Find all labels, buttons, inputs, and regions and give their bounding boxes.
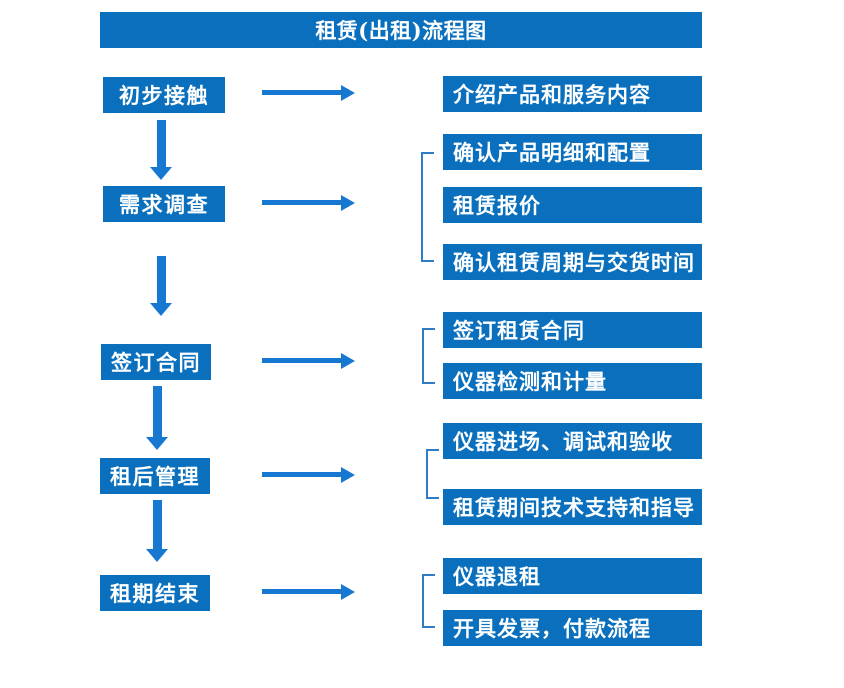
output-label: 签订租赁合同 [453,318,585,343]
arrow-down-icon [146,500,168,562]
output-label: 租赁期间技术支持和指导 [453,495,695,520]
output-box-5: 签订租赁合同 [443,312,702,348]
output-label: 介绍产品和服务内容 [453,82,651,107]
arrow-shaft [157,120,166,167]
output-box-2: 确认产品明细和配置 [443,134,702,170]
output-box-7: 仪器进场、调试和验收 [443,423,702,459]
arrow-right-icon [262,85,355,101]
output-box-4: 确认租赁周期与交货时间 [443,244,702,280]
arrow-shaft [262,358,342,363]
step-box-sign-contract: 签订合同 [101,344,211,380]
output-label: 租赁报价 [453,193,541,218]
step-label: 租后管理 [110,464,200,489]
output-label: 确认产品明细和配置 [453,140,651,165]
bracket-sign-contract-group [422,328,435,384]
arrow-head [146,437,168,450]
output-label: 开具发票，付款流程 [453,616,651,641]
arrow-right-icon [262,353,355,369]
arrow-head [150,303,172,316]
step-box-rental-end: 租期结束 [100,575,210,611]
output-label: 仪器退租 [453,564,541,589]
arrow-head [341,584,355,600]
step-box-initial-contact: 初步接触 [103,77,225,113]
bracket-demand-survey-group [421,152,434,262]
step-box-demand-survey: 需求调查 [103,186,225,222]
arrow-down-icon [150,256,172,316]
arrow-shaft [157,256,166,303]
page-title: 租赁(出租)流程图 [315,18,487,43]
arrow-right-icon [262,467,355,483]
output-box-9: 仪器退租 [443,558,702,594]
arrow-shaft [262,200,342,205]
step-label: 初步接触 [119,83,209,108]
output-label: 仪器进场、调试和验收 [453,429,673,454]
arrow-down-icon [146,386,168,450]
title-bar: 租赁(出租)流程图 [100,12,702,48]
arrow-head [341,85,355,101]
arrow-head [341,353,355,369]
output-label: 确认租赁周期与交货时间 [453,250,695,275]
arrow-head [341,467,355,483]
output-box-10: 开具发票，付款流程 [443,610,702,646]
step-label: 需求调查 [119,192,209,217]
step-box-post-rental-management: 租后管理 [100,458,210,494]
output-box-3: 租赁报价 [443,187,702,223]
arrow-head [146,549,168,562]
arrow-down-icon [150,120,172,180]
arrow-head [150,167,172,180]
bracket-rental-end-group [422,574,435,628]
output-box-8: 租赁期间技术支持和指导 [443,489,702,525]
step-label: 签订合同 [111,350,201,375]
step-label: 租期结束 [110,581,200,606]
arrow-right-icon [262,584,355,600]
arrow-shaft [153,386,162,437]
arrow-head [341,195,355,211]
arrow-shaft [262,589,342,594]
bracket-post-rental-group [426,449,439,499]
output-box-6: 仪器检测和计量 [443,363,702,399]
output-label: 仪器检测和计量 [453,369,607,394]
arrow-shaft [153,500,162,549]
arrow-shaft [262,472,342,477]
output-box-1: 介绍产品和服务内容 [443,76,702,112]
arrow-shaft [262,90,342,95]
arrow-right-icon [262,195,355,211]
